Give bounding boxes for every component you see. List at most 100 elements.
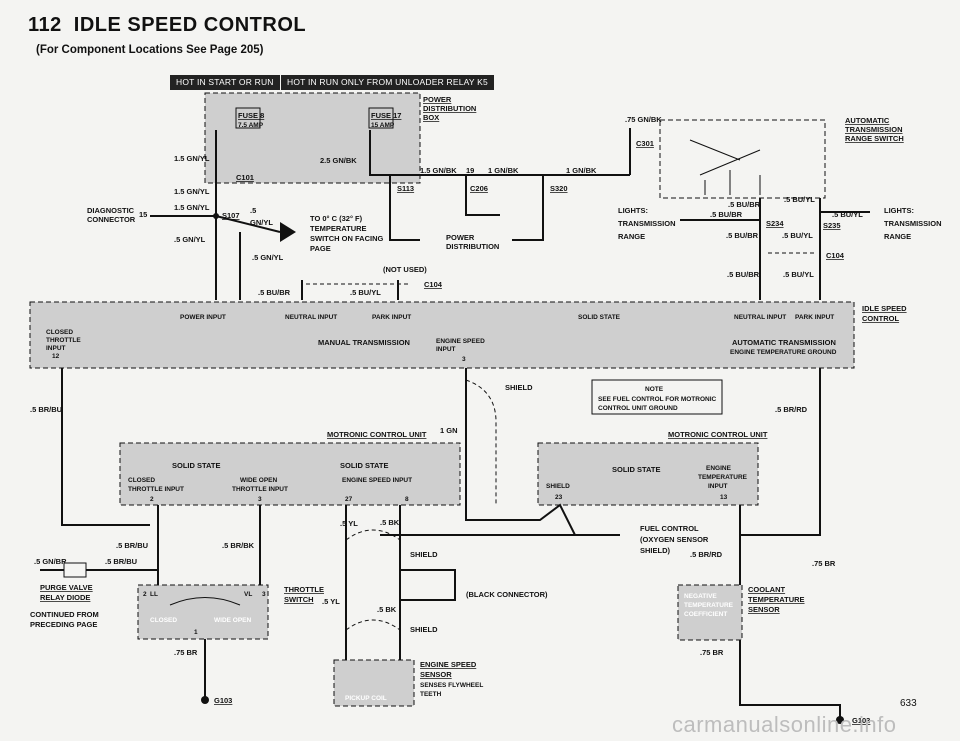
eng-speed-2: INPUT xyxy=(436,346,456,353)
mcu1-p27: 27 xyxy=(345,496,353,503)
ts-p3: 3 xyxy=(262,591,266,598)
mcu-label-1: MOTRONIC CONTROL UNIT xyxy=(327,430,427,439)
isc-left-3: INPUT xyxy=(46,345,66,352)
lbl-5brbu-c: .5 BR/BU xyxy=(105,557,137,566)
isc-left-1: CLOSED xyxy=(46,329,73,336)
cont-1: CONTINUED FROM xyxy=(30,610,99,619)
lbl-5bubr-a: .5 BU/BR xyxy=(258,288,291,297)
lbl-5brbu-b: .5 BR/BU xyxy=(116,541,148,550)
ts-1: THROTTLE xyxy=(284,585,324,594)
mcu1-closed: CLOSED xyxy=(128,477,155,484)
lbl-5brbu-a: .5 BR/BU xyxy=(30,405,62,414)
mcu2-input: INPUT xyxy=(708,483,728,490)
fuse-17-amp: 15 AMP xyxy=(371,122,395,129)
lights-a-2: TRANSMISSION xyxy=(618,219,676,228)
diode-icon xyxy=(63,562,87,578)
lbl-5buyl-c: .5 BU/YL xyxy=(832,210,863,219)
lbl-gnyl: GN/YL xyxy=(250,218,273,227)
lbl-5brrd-b: .5 BR/RD xyxy=(690,550,723,559)
lights-b-2: TRANSMISSION xyxy=(884,219,942,228)
wire-coolant xyxy=(739,505,841,720)
ess-3: SENSES FLYWHEEL xyxy=(420,682,483,689)
idle-speed-control-box xyxy=(29,301,855,369)
fuse-8-label: FUSE 8 xyxy=(238,111,264,120)
black-conn: (BLACK CONNECTOR) xyxy=(466,590,548,599)
lbl-5buyl-d: .5 BU/YL xyxy=(782,231,813,240)
shield-1: SHIELD xyxy=(505,383,533,392)
ts-p1: 1 xyxy=(194,629,198,636)
ntc-3: COEFFICIENT xyxy=(684,611,727,618)
wire-sensor xyxy=(345,505,401,660)
page-number: 112 xyxy=(28,14,62,36)
ground-g103-right xyxy=(836,716,844,724)
lbl-s235: S235 xyxy=(823,221,841,230)
lights-b-3: RANGE xyxy=(884,232,911,241)
wire-c206 xyxy=(465,175,500,216)
isc-left-2: THROTTLE xyxy=(46,337,81,344)
purge-1: PURGE VALVE xyxy=(40,583,93,592)
tempsw-2: TEMPERATURE xyxy=(310,224,367,233)
cont-2: PRECEDING PAGE xyxy=(30,620,97,629)
lbl-25gnbk: 2.5 GN/BK xyxy=(320,156,357,165)
wire-buyl-right xyxy=(819,198,870,300)
mcu1-ss-b: SOLID STATE xyxy=(340,461,388,470)
fuel-2: (OXYGEN SENSOR xyxy=(640,535,709,544)
lbl-c104-a: C104 xyxy=(424,280,443,289)
shield-dashed xyxy=(465,379,497,505)
at-2: TRANSMISSION xyxy=(845,125,903,134)
lbl-5: .5 xyxy=(250,206,256,215)
ntc-1: NEGATIVE xyxy=(684,593,717,600)
lbl-5gnyl-a: .5 GN/YL xyxy=(174,235,206,244)
ts-ll: LL xyxy=(150,591,158,598)
lbl-75gnbk: .75 GN/BK xyxy=(625,115,662,124)
isc-pin-park: PARK INPUT xyxy=(372,314,411,321)
mcu2-p13: 13 xyxy=(720,494,728,501)
lbl-15gnyl-c: 1.5 GN/YL xyxy=(174,203,210,212)
box-label-3: BOX xyxy=(423,113,439,122)
page-footer-number: 633 xyxy=(900,698,917,709)
eng-speed-3: 3 xyxy=(462,356,466,363)
ts-closed: CLOSED xyxy=(150,617,177,624)
page-title: IDLE SPEED CONTROL xyxy=(73,14,307,36)
fuse-8 xyxy=(235,107,261,129)
lbl-5brbk: .5 BR/BK xyxy=(222,541,255,550)
mcu-label-2: MOTRONIC CONTROL UNIT xyxy=(668,430,768,439)
lbl-5gnyl-b: .5 GN/YL xyxy=(252,253,284,262)
manual-trans: MANUAL TRANSMISSION xyxy=(318,338,410,347)
lbl-5bubr-d: .5 BU/BR xyxy=(726,231,759,240)
fuse-17-label: FUSE 17 xyxy=(371,111,401,120)
fuel-3: SHIELD) xyxy=(640,546,671,555)
fuel-1: FUEL CONTROL xyxy=(640,524,699,533)
pd-2: DISTRIBUTION xyxy=(446,242,499,251)
not-used: (NOT USED) xyxy=(383,265,427,274)
pickup-coil: PICKUP COIL xyxy=(345,695,387,702)
lbl-5buyl-b: .5 BU/YL xyxy=(784,195,815,204)
temp-switch-icon xyxy=(280,222,296,242)
power-distribution-box xyxy=(204,92,421,184)
pd-1: POWER xyxy=(446,233,475,242)
mcu1-p3: 3 xyxy=(258,496,262,503)
mcu2-ss: SOLID STATE xyxy=(612,465,660,474)
lbl-5buyl-a: .5 BU/YL xyxy=(350,288,381,297)
lbl-c206: C206 xyxy=(470,184,488,193)
eng-speed-1: ENGINE SPEED xyxy=(436,338,485,345)
lbl-5bubr-e: .5 BU/BR xyxy=(727,270,760,279)
ts-p2: 2 xyxy=(143,591,147,598)
lights-a-3: RANGE xyxy=(618,232,645,241)
mcu1-p2: 2 xyxy=(150,496,154,503)
auto-sub: ENGINE TEMPERATURE GROUND xyxy=(730,349,837,356)
isc-1: IDLE SPEED xyxy=(862,304,907,313)
purge-2: RELAY DIODE xyxy=(40,593,90,602)
wire-5brbu-left xyxy=(61,368,150,526)
fuse-8-amp: 7.5 AMP xyxy=(238,122,264,129)
motronic-unit-2 xyxy=(537,442,759,506)
engine-speed-sensor-box xyxy=(333,659,415,707)
isc-2: CONTROL xyxy=(862,314,899,323)
switch-contacts xyxy=(689,139,761,195)
cool-1: COOLANT xyxy=(748,585,785,594)
note-3: CONTROL UNIT GROUND xyxy=(598,405,678,412)
lbl-5buyl-e: .5 BU/YL xyxy=(783,270,814,279)
cool-2: TEMPERATURE xyxy=(748,595,805,604)
tempsw-1: TO 0° C (32° F) xyxy=(310,214,363,223)
mcu1-cti: THROTTLE INPUT xyxy=(128,486,184,493)
